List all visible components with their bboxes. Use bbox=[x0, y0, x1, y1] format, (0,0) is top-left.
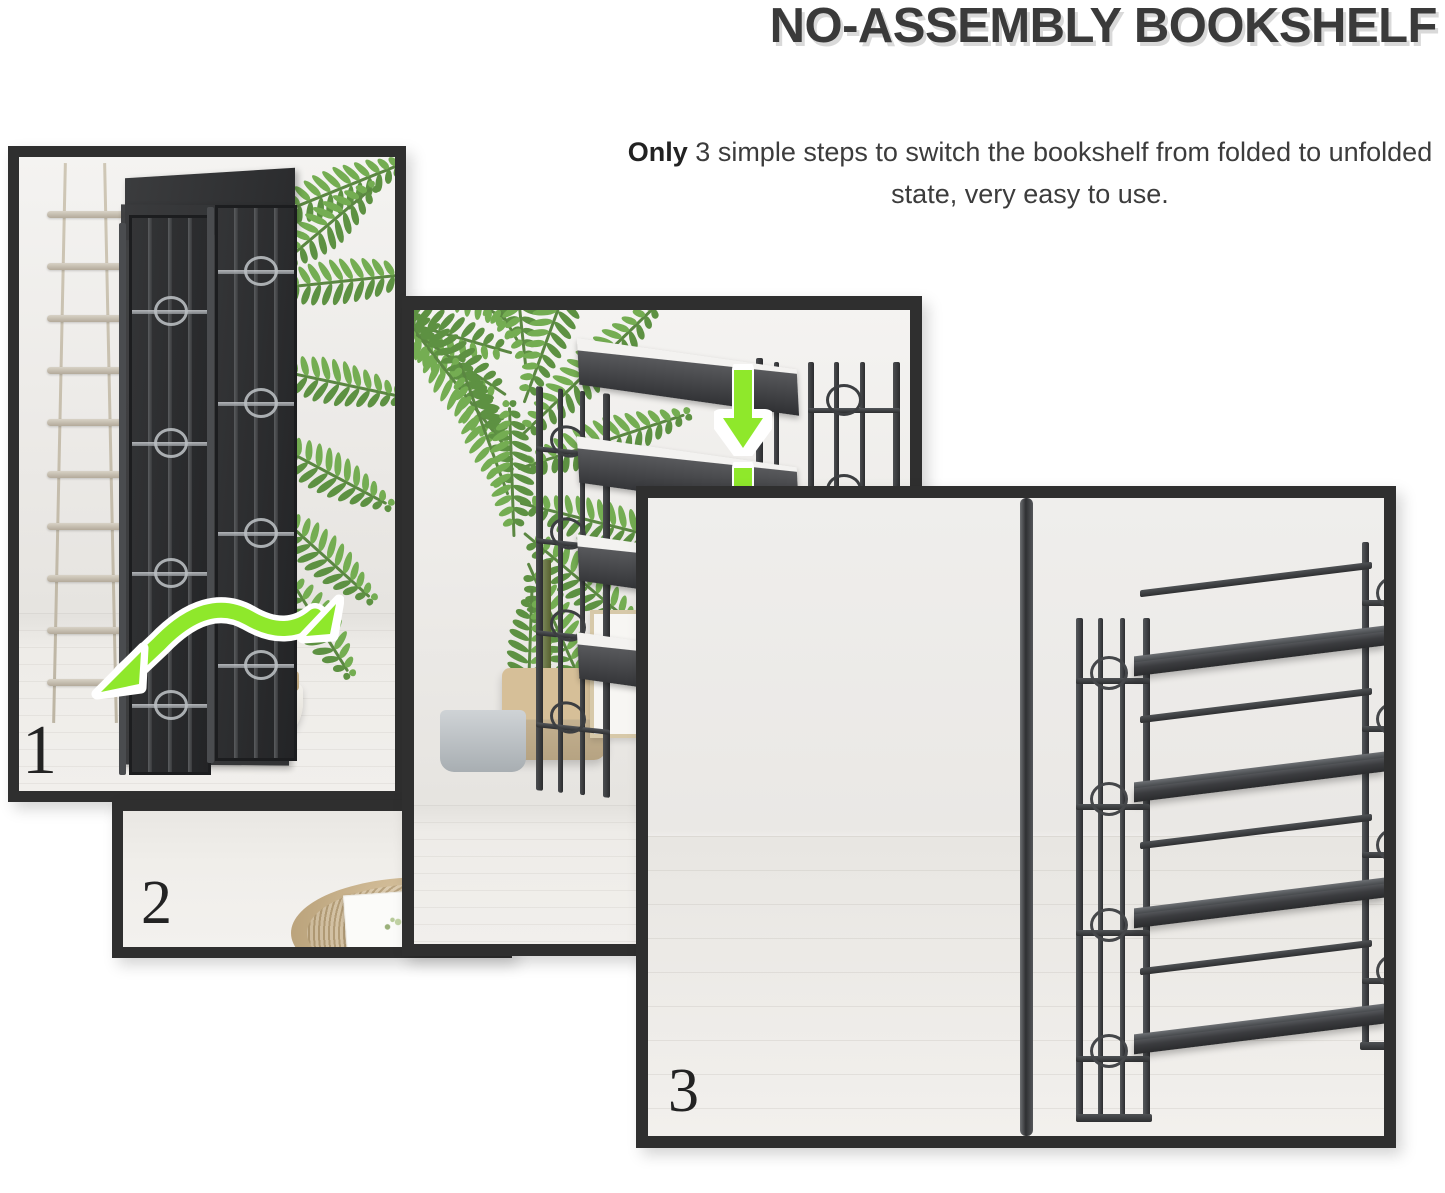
shelf-back-rail bbox=[1140, 939, 1372, 976]
frame-horizontal-bar bbox=[1362, 726, 1384, 732]
shelf-front-edge bbox=[1134, 625, 1384, 663]
step-number-2: 2 bbox=[141, 869, 172, 937]
shelf-board bbox=[1134, 877, 1384, 929]
step-3-panel bbox=[636, 486, 1396, 1148]
rope-ladder-decor bbox=[47, 163, 125, 723]
shelf-board bbox=[1134, 751, 1384, 803]
step-3-scene bbox=[648, 498, 1384, 1136]
decorative-ring bbox=[244, 518, 278, 548]
frame-vertical-bar bbox=[234, 208, 238, 758]
page-subtitle: Only 3 simple steps to switch the booksh… bbox=[620, 132, 1440, 216]
shelf-foot bbox=[1076, 1114, 1152, 1122]
decorative-ring bbox=[154, 690, 188, 720]
decorative-ring bbox=[1090, 1034, 1128, 1068]
folded-hinge bbox=[119, 223, 126, 775]
step-number-1: 1 bbox=[22, 712, 57, 789]
ladder-rung bbox=[47, 523, 125, 530]
decorative-ring bbox=[244, 388, 278, 418]
shelf-front-edge bbox=[1134, 877, 1384, 915]
ladder-rung bbox=[47, 679, 125, 686]
frame-vertical-bar bbox=[274, 208, 278, 758]
decorative-ring bbox=[154, 428, 188, 458]
frame-vertical-bar bbox=[1143, 618, 1150, 1122]
frame-vertical-bar bbox=[1098, 618, 1103, 1122]
metal-planter-pot bbox=[440, 710, 526, 772]
shelf-left-side-grid bbox=[1076, 618, 1150, 1122]
shelf-back-rail bbox=[1140, 813, 1372, 850]
shelf-board bbox=[1134, 1003, 1384, 1055]
decorative-ring bbox=[244, 650, 278, 680]
decorative-ring bbox=[154, 558, 188, 588]
subtitle-text: 3 simple steps to switch the bookshelf f… bbox=[687, 137, 1433, 209]
unfold-double-arrow-icon bbox=[89, 572, 345, 712]
shelf-back-rail bbox=[1140, 561, 1372, 598]
ladder-rung bbox=[47, 471, 125, 478]
page-title: NO-ASSEMBLY BOOKSHELF bbox=[769, 0, 1438, 53]
shelf-front-edge bbox=[1134, 751, 1384, 789]
frame-vertical-bar bbox=[168, 218, 172, 772]
rope-left bbox=[52, 163, 67, 723]
panel-divider-bar bbox=[1020, 498, 1033, 1136]
decorative-ring bbox=[1090, 782, 1128, 816]
frame-vertical-bar bbox=[1076, 618, 1083, 1122]
ladder-rung bbox=[47, 367, 125, 374]
ladder-rung bbox=[47, 575, 125, 582]
ladder-rung bbox=[47, 419, 125, 426]
shelf-back-rail bbox=[1140, 687, 1372, 724]
folded-center-hinge bbox=[207, 207, 214, 763]
ladder-rung bbox=[47, 627, 125, 634]
frame-vertical-bar bbox=[148, 218, 152, 772]
shelf-down-arrow-icon bbox=[710, 359, 776, 461]
step-number-3: 3 bbox=[668, 1057, 699, 1125]
decorative-ring bbox=[1090, 908, 1128, 942]
shelf-right-side-grid bbox=[1362, 542, 1384, 1050]
step-1-scene bbox=[19, 157, 395, 791]
frame-horizontal-bar bbox=[1362, 852, 1384, 858]
step-1-panel bbox=[8, 146, 406, 802]
ladder-rung bbox=[47, 263, 125, 270]
frame-vertical-bar bbox=[188, 218, 192, 772]
frame-vertical-bar bbox=[1120, 618, 1125, 1122]
frame-horizontal-bar bbox=[1362, 600, 1384, 606]
wood-plank-floor bbox=[648, 836, 1384, 1136]
shelf-board bbox=[1134, 625, 1384, 677]
decorative-ring bbox=[1090, 656, 1128, 690]
subtitle-emphasis: Only bbox=[627, 137, 688, 167]
folded-panel-right bbox=[215, 205, 297, 761]
decorative-ring bbox=[154, 296, 188, 326]
frame-vertical-bar bbox=[254, 208, 258, 758]
frame-vertical-bar bbox=[1362, 542, 1369, 1050]
ladder-rung bbox=[47, 315, 125, 322]
decorative-ring bbox=[826, 384, 862, 416]
shelf-front-edge bbox=[1134, 1003, 1384, 1041]
frame-horizontal-bar bbox=[1362, 978, 1384, 984]
shelf-foot bbox=[1360, 1042, 1384, 1050]
decorative-ring bbox=[244, 256, 278, 286]
assembled-bookshelf bbox=[1076, 542, 1384, 1134]
ladder-rung bbox=[47, 211, 125, 218]
